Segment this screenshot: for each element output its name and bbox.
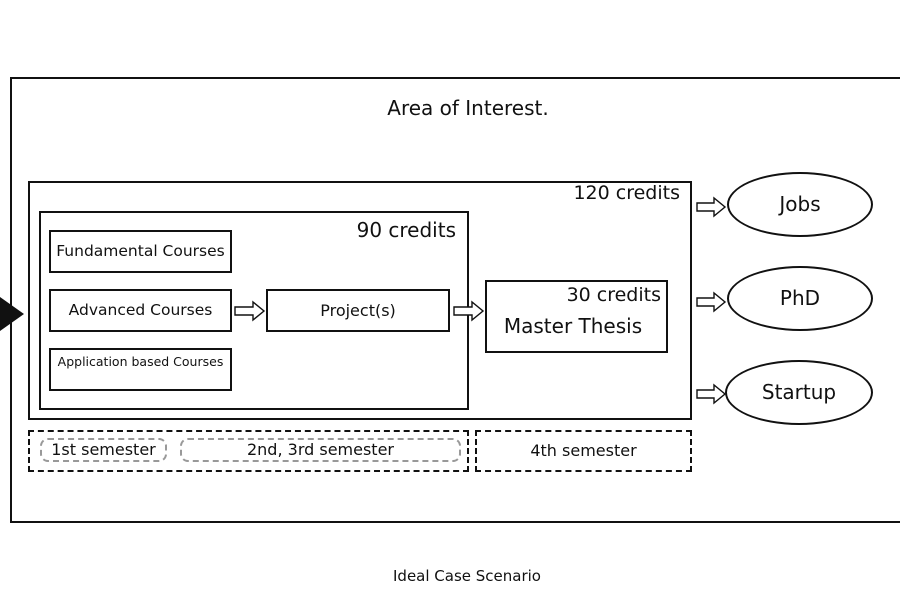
credits-30-label: 30 credits [566,284,661,306]
to-startup-arrow [696,383,727,405]
advanced-courses-box: Advanced Courses [49,289,232,332]
fundamental-courses-box: Fundamental Courses [49,230,232,273]
to-jobs-arrow [696,196,727,218]
master-thesis-box [485,280,668,353]
master-thesis-label: Master Thesis [503,314,643,338]
entry-arrowhead [0,297,24,331]
application-courses-box: Application based Courses [49,348,232,391]
semester-1-pill: 1st semester [40,438,167,462]
semesters-1-3-group [28,430,469,472]
projects-box: Project(s) [266,289,450,332]
semester-2-3-pill: 2nd, 3rd semester [180,438,461,462]
semester-4-box: 4th semester [475,430,692,472]
jobs-ellipse: Jobs [727,172,873,237]
area-of-interest-frame [10,77,900,523]
startup-ellipse: Startup [725,360,873,425]
advanced-to-project-arrow [234,300,266,322]
program-120-credits-box [28,181,692,420]
figure-caption: Ideal Case Scenario [393,567,541,585]
area-of-interest-title: Area of Interest. [387,96,549,120]
credits-90-label: 90 credits [356,218,456,242]
to-phd-arrow [696,291,727,313]
credits-120-label: 120 credits [573,182,680,204]
phd-ellipse: PhD [727,266,873,331]
project-to-thesis-arrow [453,300,485,322]
